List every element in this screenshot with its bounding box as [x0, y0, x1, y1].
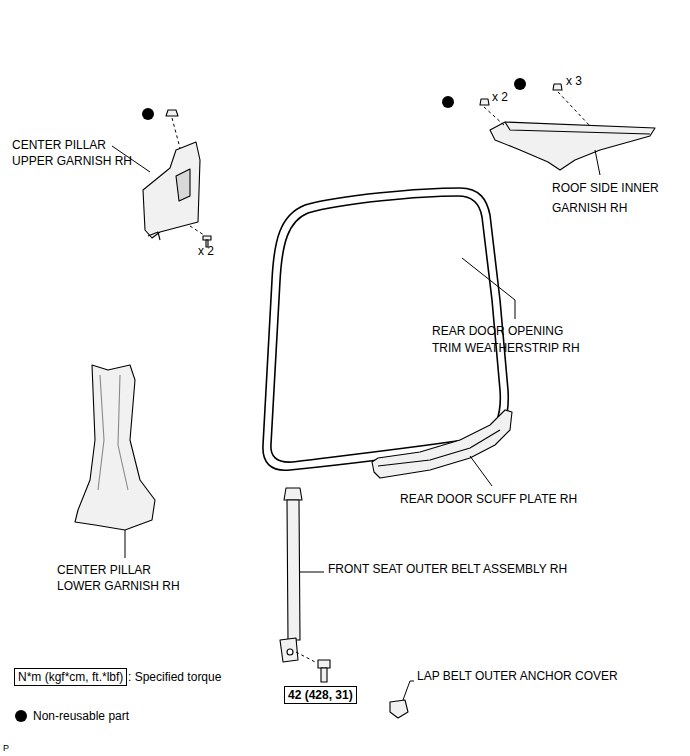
part-name: CENTER PILLAR LOWER GARNISH RH [57, 562, 180, 594]
part-name: ROOF SIDE INNER GARNISH RH [552, 178, 659, 218]
part-name: CENTER PILLAR UPPER GARNISH RH [12, 137, 132, 169]
part-name: LAP BELT OUTER ANCHOR COVER [417, 668, 618, 684]
legend-text: : Specified torque [128, 669, 221, 685]
box-text: N*m (kgf*cm, ft.*lbf) [18, 670, 123, 684]
part-name: FRONT SEAT OUTER BELT ASSEMBLY RH [328, 561, 567, 577]
part-name: REAR DOOR SCUFF PLATE RH [400, 491, 577, 507]
quantity-mark: x 3 [566, 73, 582, 89]
quantity-mark: x 2 [492, 89, 508, 105]
box-text: 42 (428, 31) [288, 688, 353, 702]
torque-legend-box: N*m (kgf*cm, ft.*lbf) [14, 668, 127, 686]
legend-text: Non-reusable part [33, 708, 129, 724]
torque-value-box: 42 (428, 31) [284, 686, 357, 704]
figure-code: P [3, 743, 9, 753]
quantity-mark: x 2 [198, 243, 214, 259]
part-name: REAR DOOR OPENING TRIM WEATHERSTRIP RH [432, 323, 580, 357]
